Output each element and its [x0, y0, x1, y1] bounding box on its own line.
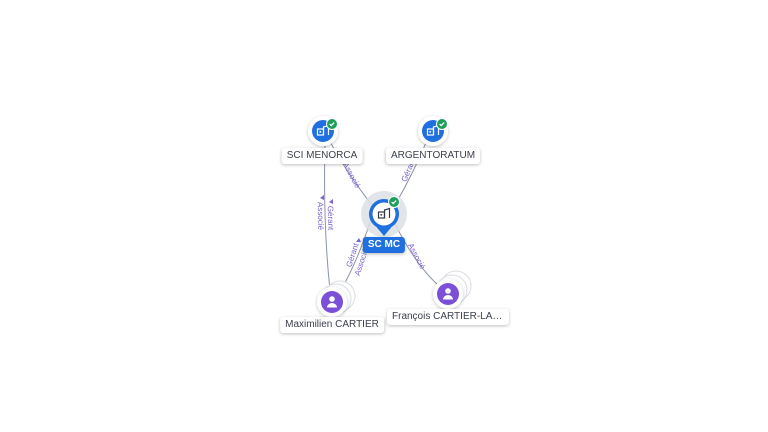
building-icon: [316, 124, 330, 136]
edge-label-associe: Associé: [341, 161, 362, 190]
person-icon: [443, 288, 453, 300]
arrow-marker: [329, 199, 333, 204]
edge-label-gerant: Gérant: [326, 206, 335, 231]
edge-label-associe: Associé: [406, 242, 427, 271]
node-sci-menorca[interactable]: [308, 116, 338, 146]
arrow-marker: [320, 195, 324, 200]
node-argentoratum[interactable]: [418, 116, 448, 146]
node-label-argentoratum[interactable]: ARGENTORATUM: [385, 148, 481, 164]
node-label-sci-menorca[interactable]: SCI MENORCA: [281, 148, 363, 164]
node-maximilien-cartier[interactable]: [317, 280, 356, 317]
node-sc-mc[interactable]: [361, 191, 407, 237]
building-icon: [426, 124, 440, 136]
node-label-maximilien-cartier[interactable]: Maximilien CARTIER: [280, 317, 384, 333]
node-label-francois-cartier[interactable]: François CARTIER-LAU...: [387, 309, 509, 325]
node-francois-cartier[interactable]: [433, 270, 472, 309]
node-label-sc-mc[interactable]: SC MC: [362, 237, 406, 253]
arrow-marker: [356, 238, 361, 242]
edge-label-associe: Associé: [316, 202, 325, 231]
verified-check-icon: [388, 196, 400, 208]
building-icon: [377, 207, 391, 219]
verified-check-icon: [326, 118, 338, 130]
verified-check-icon: [436, 118, 448, 130]
person-icon: [327, 296, 337, 308]
